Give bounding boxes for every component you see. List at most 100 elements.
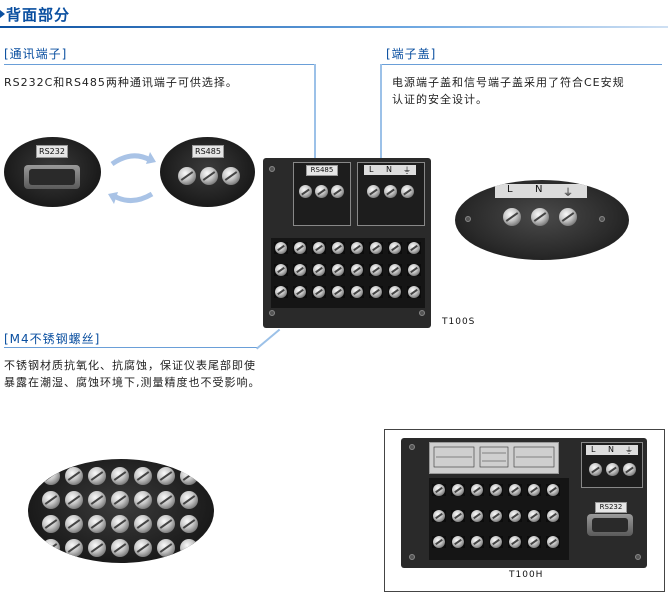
terminal-screw [111,491,129,509]
wiring-diagram-label [429,442,559,474]
rs485-photo: RS485 [160,137,255,207]
terminal-screw [546,484,560,496]
comm-terminal-block: RS485 [293,162,351,226]
terminal-screw [546,536,560,548]
cover-section-rule [380,64,662,65]
terminal-screw [65,467,83,485]
device-t100s: RS485 L N ⏚ [263,158,431,328]
terminal-screw [508,484,522,496]
rs232-photo: RS232 [4,137,101,207]
screw-section-title: [M4不锈钢螺丝] [4,332,101,346]
power-terminal-block: L N ⏚ [581,442,643,488]
power-terminal-photo: L N ⏚ [455,180,629,260]
device-t100h: L N ⏚ RS232 [401,438,647,568]
terminal-screw [312,286,326,298]
ground-icon: ⏚ [563,188,573,199]
terminal-screw [527,484,541,496]
ground-icon: ⏚ [625,446,633,455]
terminal-screw [42,491,60,509]
terminal-screw [432,510,446,522]
terminal-screw [134,539,152,557]
comm-description: RS232C和RS485两种通讯端子可供选择。 [4,76,238,89]
terminal-screw [65,515,83,533]
terminal-screw [331,242,345,254]
terminal-screw [312,264,326,276]
terminal-screw [134,515,152,533]
terminal-screw [451,484,465,496]
caption-t100h: T100H [509,570,544,580]
rs485-label: RS485 [192,145,224,158]
terminal-screw [88,515,106,533]
terminal-screw [451,510,465,522]
section-header: 背面部分 [0,0,668,28]
terminal-screw [111,539,129,557]
terminal-screw [200,167,218,185]
terminal-screw [470,510,484,522]
swap-arrows-icon [108,152,156,204]
terminal-screw [157,467,175,485]
page-title: 背面部分 [6,6,71,24]
label-l: L [591,445,596,454]
terminal-screw [312,242,326,254]
terminal-screw [489,484,503,496]
terminal-screw [350,264,364,276]
terminal-screw [407,242,421,254]
terminal-screw [65,491,83,509]
terminal-screw [331,264,345,276]
comm-section-title: [通讯端子] [4,47,68,61]
terminal-screw [65,539,83,557]
terminal-screw [111,467,129,485]
terminal-screw [407,286,421,298]
rs232-label: RS232 [36,145,68,158]
terminal-screw [293,264,307,276]
terminal-screw [369,264,383,276]
terminal-screw [388,264,402,276]
terminal-screw [178,167,196,185]
cover-section-title: [端子盖] [386,47,437,61]
terminal-screw [134,491,152,509]
terminal-screw [157,539,175,557]
terminal-screw [111,515,129,533]
terminal-screw [331,286,345,298]
label-n: N [608,445,614,454]
terminal-screw [527,510,541,522]
terminal-screw [451,536,465,548]
terminal-screw [293,242,307,254]
power-label-strip: L N ⏚ [495,184,587,199]
header-rule [0,26,668,28]
terminal-screw [470,484,484,496]
terminal-screw [508,536,522,548]
ground-icon: ⏚ [403,166,411,175]
terminal-screw [88,491,106,509]
terminal-screw [559,208,577,226]
terminal-screw [503,208,521,226]
comm-label: RS485 [306,165,338,176]
terminal-screw [388,286,402,298]
terminal-screw [489,510,503,522]
caption-t100s: T100S [442,317,476,327]
comm-callout-line [314,64,316,166]
label-l: L [369,165,374,174]
terminal-screw [222,167,240,185]
wiring-diagram-icon [433,446,555,468]
terminal-screw [180,467,198,485]
label-n: N [535,184,543,195]
db9-connector [587,514,633,536]
terminal-screw [274,264,288,276]
terminal-screw [274,286,288,298]
header-marker-icon [0,10,5,18]
terminal-screw [180,539,198,557]
terminal-screw [527,536,541,548]
label-l: L [507,184,513,195]
terminal-screw [134,467,152,485]
signal-terminal-grid [429,478,569,560]
terminal-screw [180,515,198,533]
screw-closeup-photo [28,459,214,563]
terminal-screw [432,536,446,548]
terminal-screw [42,539,60,557]
terminal-screw [157,491,175,509]
terminal-screw [350,242,364,254]
screw-section-rule [4,347,258,348]
screw-description-line1: 不锈钢材质抗氧化、抗腐蚀，保证仪表尾部即使 [4,359,256,372]
terminal-screw [369,242,383,254]
